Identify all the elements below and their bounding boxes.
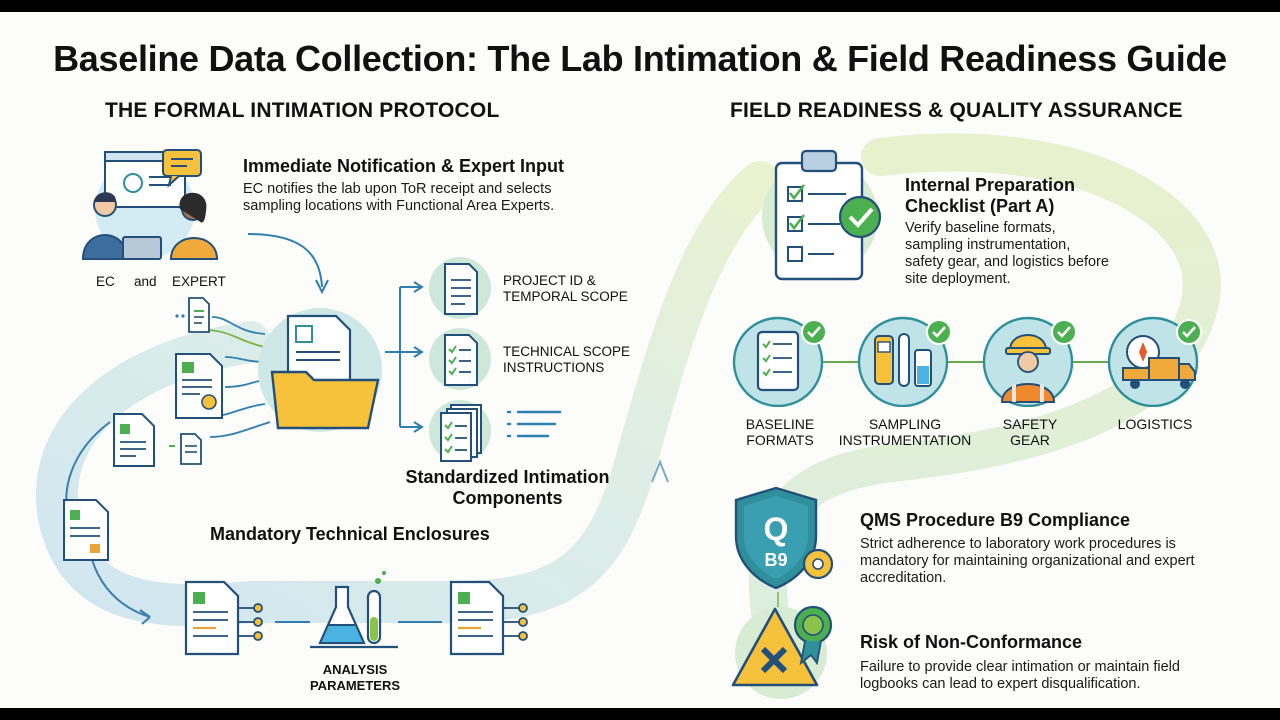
document-icon (110, 410, 160, 475)
left-section-heading: THE FORMAL INTIMATION PROTOCOL (105, 99, 500, 122)
checklist-text-1: Verify baseline formats, (905, 220, 1056, 236)
risk-title: Risk of Non-Conformance (860, 632, 1083, 652)
risk-text-2: logbooks can lead to expert disqualifica… (860, 676, 1141, 692)
tablet-checklist-icon (730, 312, 830, 412)
clipboard-checklist-icon (760, 147, 895, 292)
expert-label: EXPERT (172, 274, 226, 289)
warning-icon (725, 597, 850, 707)
readiness-label-sampling-2: INSTRUMENTATION (838, 432, 972, 448)
readiness-label-logistics: LOGISTICS (1117, 416, 1193, 432)
shield-code: B9 (764, 550, 787, 570)
analysis-parameters-label-1: ANALYSIS (322, 662, 388, 677)
shield-letter: Q (764, 511, 789, 547)
enclosure-document-icon (180, 572, 270, 667)
document-gear-icon (172, 350, 230, 427)
document-icon (165, 294, 225, 339)
readiness-label-sampling-1: SAMPLING (868, 416, 942, 432)
page-title: Baseline Data Collection: The Lab Intima… (53, 38, 1227, 79)
qms-title: QMS Procedure B9 Compliance (860, 510, 1131, 530)
notification-text-2: sampling locations with Functional Area … (243, 198, 555, 214)
infographic-canvas: Baseline Data Collection: The Lab Intima… (0, 12, 1280, 708)
checklist-text-4: site deployment. (905, 271, 1011, 287)
qms-text-1: Strict adherence to laboratory work proc… (860, 536, 1176, 552)
shield-icon: Q B9 (730, 484, 845, 599)
readiness-label-safety-2: GEAR (1010, 432, 1050, 448)
component-technical-scope-2: INSTRUCTIONS (503, 360, 605, 375)
checklist-title-2: Checklist (Part A) (905, 196, 1055, 216)
document-icon (60, 496, 118, 571)
component-technical-scope-1: TECHNICAL SCOPE (503, 344, 631, 359)
checklist-document-icon (425, 327, 495, 396)
worker-icon (980, 312, 1080, 412)
qms-text-3: accreditation. (860, 570, 947, 586)
notification-text-1: EC notifies the lab upon ToR receipt and… (243, 181, 552, 197)
standardized-components-title-1: Standardized Intimation (405, 467, 610, 487)
checklist-text-3: safety gear, and logistics before (905, 254, 1109, 270)
document-icon (165, 430, 210, 471)
standardized-components-title-2: Components (452, 488, 563, 508)
analysis-parameters-label-2: PARAMETERS (309, 678, 401, 693)
instruments-icon (855, 312, 955, 412)
checklist-title-1: Internal Preparation (905, 175, 1076, 195)
and-label: and (134, 274, 157, 289)
checklist-text-2: sampling instrumentation, (905, 237, 1071, 253)
component-project-id-2: TEMPORAL SCOPE (503, 289, 628, 304)
readiness-label-baseline-2: FORMATS (746, 432, 814, 448)
document-icon (425, 256, 495, 325)
enclosures-heading: Mandatory Technical Enclosures (210, 524, 490, 544)
risk-text-1: Failure to provide clear intimation or m… (860, 659, 1180, 675)
qms-text-2: mandatory for maintaining organizational… (860, 553, 1195, 569)
right-section-heading: FIELD READINESS & QUALITY ASSURANCE (730, 99, 1183, 122)
ec-label: EC (96, 274, 115, 289)
stacked-documents-icon (425, 399, 495, 468)
folder-icon (258, 300, 388, 445)
lab-flask-icon (308, 567, 400, 662)
readiness-label-baseline-1: BASELINE (745, 416, 815, 432)
notification-title: Immediate Notification & Expert Input (243, 156, 565, 176)
enclosure-document-icon (445, 572, 535, 667)
component-project-id-1: PROJECT ID & (503, 273, 596, 288)
ec-expert-illustration (75, 147, 235, 262)
truck-icon (1105, 312, 1205, 412)
readiness-label-safety-1: SAFETY (1002, 416, 1058, 432)
